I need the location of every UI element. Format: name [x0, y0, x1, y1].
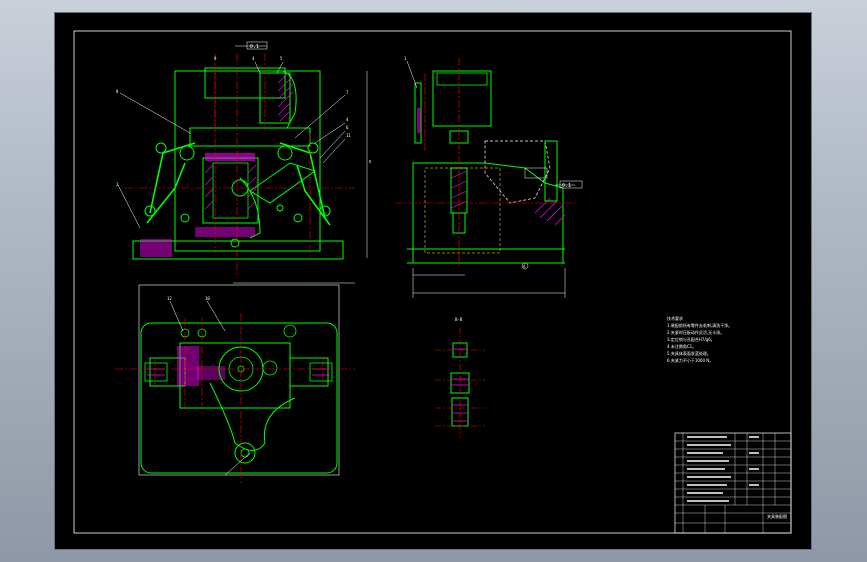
svg-text:1: 1	[404, 56, 407, 61]
notes-line-5: 5.夹具体表面发蓝处理。	[667, 350, 711, 356]
top-tolerance-label: 0.1	[250, 44, 259, 50]
notes-line-1: 1.装配前所有零件去毛刺,清洗干净。	[667, 322, 732, 328]
section-view: B-B	[435, 317, 485, 438]
top-view: 12 10	[115, 284, 355, 483]
svg-text:Ⅱ: Ⅱ	[369, 159, 371, 164]
side-view: 0.1 A 1	[395, 56, 583, 298]
svg-text:4: 4	[252, 56, 255, 61]
drawing-title: 夹具装配图	[767, 513, 787, 519]
datum-triangle-icon: A	[521, 262, 529, 270]
svg-text:6: 6	[346, 125, 349, 130]
sheet-border	[73, 30, 792, 534]
svg-text:7: 7	[346, 90, 349, 95]
svg-text:3: 3	[116, 182, 119, 187]
drawing-viewport[interactable]: 0.1 8 3 7 4 6 11 9 4 5 Ⅱ	[55, 13, 811, 549]
notes-line-6: 6.夹紧力不小于1000 N。	[667, 357, 713, 363]
svg-text:5: 5	[280, 56, 283, 61]
front-view: 0.1 8 3 7 4 6 11 9 4 5 Ⅱ	[116, 41, 371, 284]
side-tolerance-label: 0.1	[562, 183, 571, 189]
notes-line-2: 2.夹紧时压板动作灵活,无卡滞。	[667, 329, 724, 335]
svg-text:12: 12	[167, 296, 172, 301]
svg-text:4: 4	[346, 117, 349, 122]
cad-drawing: 0.1 8 3 7 4 6 11 9 4 5 Ⅱ	[73, 30, 792, 534]
notes-heading: 技术要求	[667, 315, 683, 321]
technical-notes: 技术要求 1.装配前所有零件去毛刺,清洗干净。 2.夹紧时压板动作灵活,无卡滞。…	[667, 315, 732, 363]
datum-label: A	[523, 264, 526, 269]
title-block: 夹具装配图	[674, 432, 792, 534]
notes-line-4: 4.未注倒角C1。	[667, 343, 696, 349]
section-mark: B-B	[455, 317, 463, 322]
svg-text:8: 8	[116, 89, 119, 94]
svg-text:10: 10	[205, 296, 210, 301]
notes-line-3: 3.定位销与孔配合H7/g6。	[667, 336, 715, 342]
svg-text:11: 11	[346, 133, 351, 138]
svg-text:9: 9	[214, 56, 217, 61]
